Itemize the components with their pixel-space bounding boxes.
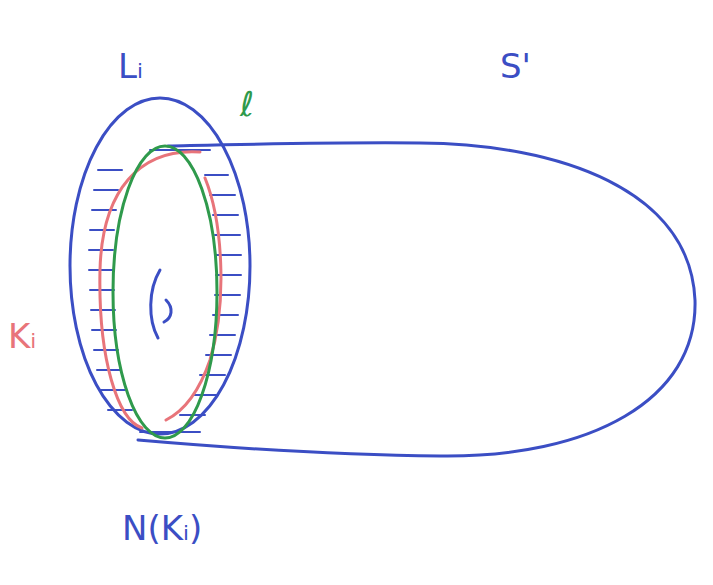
neighbourhood-label: N(Kᵢ) [122, 510, 202, 547]
surface-label: S' [500, 48, 531, 85]
knot-label: Kᵢ [8, 318, 36, 355]
surface-outline [138, 143, 695, 456]
hole-mark [164, 300, 171, 322]
knot-curve [100, 152, 200, 428]
longitude-curve [113, 146, 217, 438]
knot-curve [166, 178, 221, 420]
boundary-label: Lᵢ [118, 48, 143, 85]
boundary-ellipse [70, 98, 250, 434]
curve-label: ℓ [240, 86, 254, 123]
hole-mark [151, 270, 160, 338]
